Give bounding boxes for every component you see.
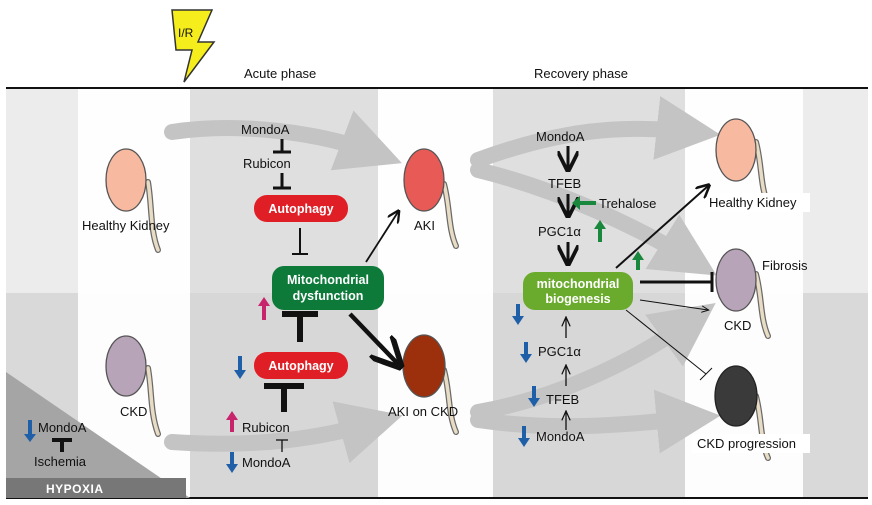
ckd-right-label: CKD bbox=[724, 318, 751, 333]
acute-mondoa-bottom-label: MondoA bbox=[242, 455, 291, 470]
down-arrow-icon bbox=[528, 398, 540, 407]
ckd-kidney-right-icon bbox=[715, 248, 771, 339]
aki-on-ckd-label: AKI on CKD bbox=[388, 404, 458, 419]
green-arrow-icon bbox=[594, 220, 606, 229]
down-arrow-icon bbox=[518, 438, 530, 447]
trigger-label: I/R bbox=[178, 26, 194, 40]
aki-on-ckd-kidney-icon bbox=[402, 334, 459, 435]
up-arrow-icon bbox=[226, 411, 238, 420]
aki-label: AKI bbox=[414, 218, 435, 233]
healthy-kidney-left-icon bbox=[105, 148, 161, 253]
mito-biogenesis-line2: biogenesis bbox=[545, 292, 610, 306]
left-mondoa-label: MondoA bbox=[38, 420, 87, 435]
healthy-kidney-right-label: Healthy Kidney bbox=[709, 195, 797, 210]
recovery-tfeb-bottom-label: TFEB bbox=[546, 392, 579, 407]
trehalose-label: Trehalose bbox=[599, 196, 656, 211]
ckd-kidney-left-icon bbox=[105, 335, 161, 437]
acute-autophagy-top-label: Autophagy bbox=[268, 202, 333, 216]
recovery-top-cascade: MondoA TFEB Trehalose PGC1α bbox=[536, 129, 656, 262]
down-arrow-icon bbox=[24, 434, 36, 442]
hypoxia-wedge: HYPOXIA bbox=[6, 372, 190, 498]
mito-dysfunction-line2: dysfunction bbox=[293, 289, 364, 303]
acute-bottom-cascade: Autophagy Rubicon MondoA bbox=[226, 297, 348, 473]
fibrosis-label: Fibrosis bbox=[762, 258, 808, 273]
healthy-kidney-left-label: Healthy Kidney bbox=[82, 218, 170, 233]
hypoxia-label: HYPOXIA bbox=[46, 482, 104, 496]
down-arrow-icon bbox=[226, 464, 238, 473]
green-arrow-icon bbox=[572, 196, 580, 210]
aki-kidney-icon bbox=[403, 148, 459, 249]
ckd-left-label: CKD bbox=[120, 404, 147, 419]
acute-to-kidney-arrows bbox=[348, 212, 398, 364]
recovery-mondoa-top-label: MondoA bbox=[536, 129, 585, 144]
recovery-pgc1a-top-label: PGC1α bbox=[538, 224, 581, 239]
recovery-pgc1a-bottom-label: PGC1α bbox=[538, 344, 581, 359]
mitochondrial-dysfunction-pill bbox=[272, 266, 384, 310]
recovery-tfeb-top-label: TFEB bbox=[548, 176, 581, 191]
autophagy-top-pill bbox=[254, 195, 348, 222]
green-arrow-icon bbox=[632, 251, 644, 260]
acute-top-cascade: MondoA Rubicon Autophagy bbox=[241, 122, 348, 255]
acute-phase-label: Acute phase bbox=[244, 66, 316, 81]
ischemia-label: Ischemia bbox=[34, 454, 87, 469]
recovery-mondoa-bottom-label: MondoA bbox=[536, 429, 585, 444]
acute-mondoa-top-label: MondoA bbox=[241, 122, 290, 137]
recovery-outcome-arrows bbox=[615, 186, 714, 381]
lightning-bolt-icon: I/R bbox=[171, 9, 216, 83]
ckd-progression-label: CKD progression bbox=[697, 436, 796, 451]
up-arrow-icon bbox=[258, 297, 270, 306]
autophagy-bottom-pill bbox=[254, 352, 348, 379]
recovery-phase-label: Recovery phase bbox=[534, 66, 628, 81]
acute-autophagy-bottom-label: Autophagy bbox=[268, 359, 333, 373]
left-inhibition: MondoA Ischemia bbox=[24, 420, 87, 469]
down-arrow-icon bbox=[520, 354, 532, 363]
down-arrow-icon bbox=[512, 316, 524, 325]
acute-rubicon-top-label: Rubicon bbox=[243, 156, 291, 171]
acute-rubicon-bottom-label: Rubicon bbox=[242, 420, 290, 435]
mito-dysfunction-line1: Mitochondrial bbox=[287, 273, 369, 287]
mitochondrial-biogenesis-pill bbox=[523, 272, 633, 310]
recovery-bottom-cascade: PGC1α TFEB MondoA bbox=[512, 304, 585, 447]
mito-biogenesis-line1: mitochondrial bbox=[537, 277, 620, 291]
down-arrow-icon bbox=[234, 370, 246, 379]
